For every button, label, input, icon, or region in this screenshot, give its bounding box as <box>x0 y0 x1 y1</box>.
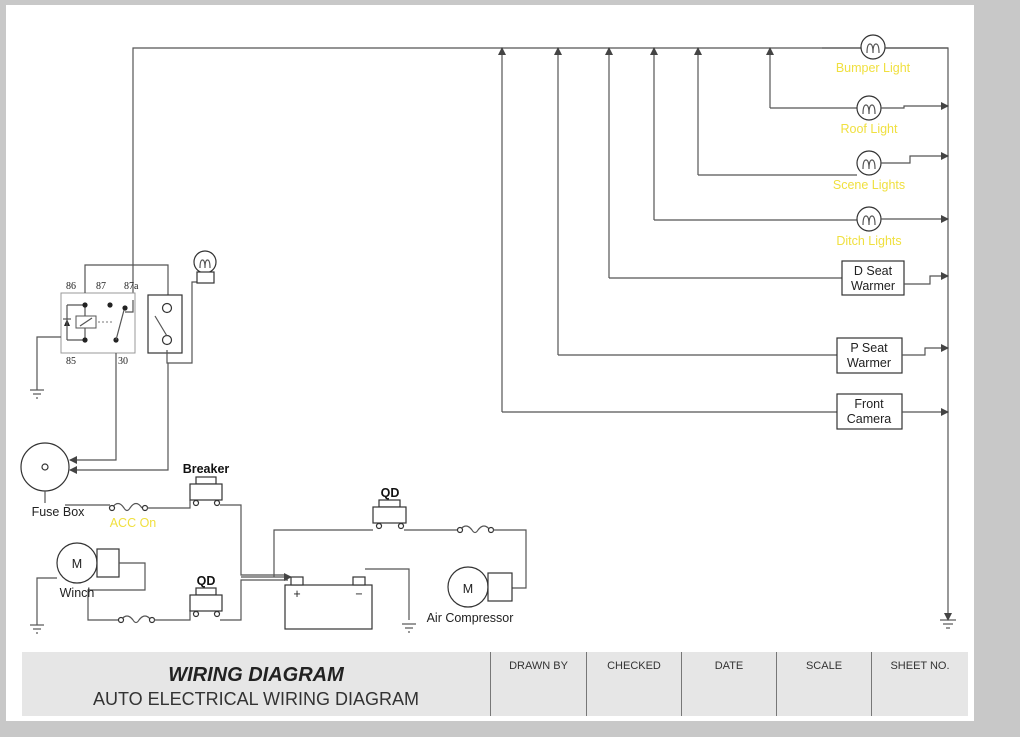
main-bus <box>132 47 952 621</box>
relay-pin-85: 85 <box>66 356 76 367</box>
field-sheet-no: SHEET NO. <box>871 652 968 716</box>
battery-plus: + <box>293 587 300 601</box>
qd-top: QD <box>372 486 527 589</box>
drawing-title: WIRING DIAGRAM <box>168 664 344 686</box>
ditch-lights: Ditch Lights <box>654 206 949 248</box>
ditch-lights-label: Ditch Lights <box>836 234 901 248</box>
qd-top-label: QD <box>381 486 400 500</box>
d-seat-label-2: Warmer <box>851 279 895 293</box>
battery: + − <box>241 529 410 630</box>
ground-symbol-right <box>940 619 956 629</box>
breaker-label: Breaker <box>183 462 230 476</box>
qd-bottom-label: QD <box>197 574 216 588</box>
battery-minus: − <box>355 587 362 601</box>
bumper-light-label: Bumper Light <box>836 61 911 75</box>
acc-on-label: ACC On <box>110 516 157 530</box>
air-compressor: M Air Compressor <box>427 566 514 625</box>
air-compressor-label: Air Compressor <box>427 611 514 625</box>
title-block: WIRING DIAGRAM AUTO ELECTRICAL WIRING DI… <box>22 652 968 716</box>
relay: 86 87 87a 85 30 <box>36 264 169 461</box>
ground-symbol-winch <box>30 624 44 634</box>
relay-pin-86: 86 <box>66 281 76 292</box>
indicator-lamp <box>193 250 217 284</box>
bumper-light: Bumper Light <box>836 34 911 75</box>
d-seat-warmer: D Seat Warmer <box>609 260 949 296</box>
d-seat-label-1: D Seat <box>854 264 893 278</box>
relay-pin-30: 30 <box>118 356 128 367</box>
fuse-box-label: Fuse Box <box>32 505 86 519</box>
roof-light-label: Roof Light <box>841 122 899 136</box>
front-camera-label-1: Front <box>854 397 884 411</box>
winch-label: Winch <box>60 586 95 600</box>
winch-motor-symbol: M <box>72 557 82 571</box>
compressor-motor-symbol: M <box>463 582 473 596</box>
ground-symbol-battery <box>402 623 416 633</box>
p-seat-label-2: Warmer <box>847 356 891 370</box>
wiring-diagram: Bumper Light Roof Light Scene Lights Dit… <box>20 34 956 634</box>
breaker: Breaker <box>183 462 285 576</box>
front-camera: Front Camera <box>502 393 949 430</box>
winch: M Winch <box>36 542 191 625</box>
relay-pin-87: 87 <box>96 281 106 292</box>
ground-symbol-relay <box>30 389 44 399</box>
acc-fuse: ACC On <box>65 500 191 530</box>
drawing-subtitle: AUTO ELECTRICAL WIRING DIAGRAM <box>92 689 420 709</box>
field-drawn-by: DRAWN BY <box>490 652 586 716</box>
field-scale: SCALE <box>776 652 871 716</box>
front-camera-label-2: Camera <box>847 412 892 426</box>
p-seat-label-1: P Seat <box>850 341 888 355</box>
scene-lights: Scene Lights <box>698 150 949 192</box>
scene-lights-label: Scene Lights <box>833 178 905 192</box>
drawing-sheet: Bumper Light Roof Light Scene Lights Dit… <box>6 5 974 721</box>
field-date: DATE <box>681 652 776 716</box>
qd-bottom: QD <box>189 574 288 621</box>
roof-light: Roof Light <box>770 95 949 136</box>
fuse-box: Fuse Box <box>20 363 169 519</box>
switch <box>147 281 205 364</box>
field-checked: CHECKED <box>586 652 681 716</box>
p-seat-warmer: P Seat Warmer <box>558 337 949 374</box>
title-block-main: WIRING DIAGRAM AUTO ELECTRICAL WIRING DI… <box>22 652 490 716</box>
relay-pin-87a: 87a <box>124 281 139 292</box>
